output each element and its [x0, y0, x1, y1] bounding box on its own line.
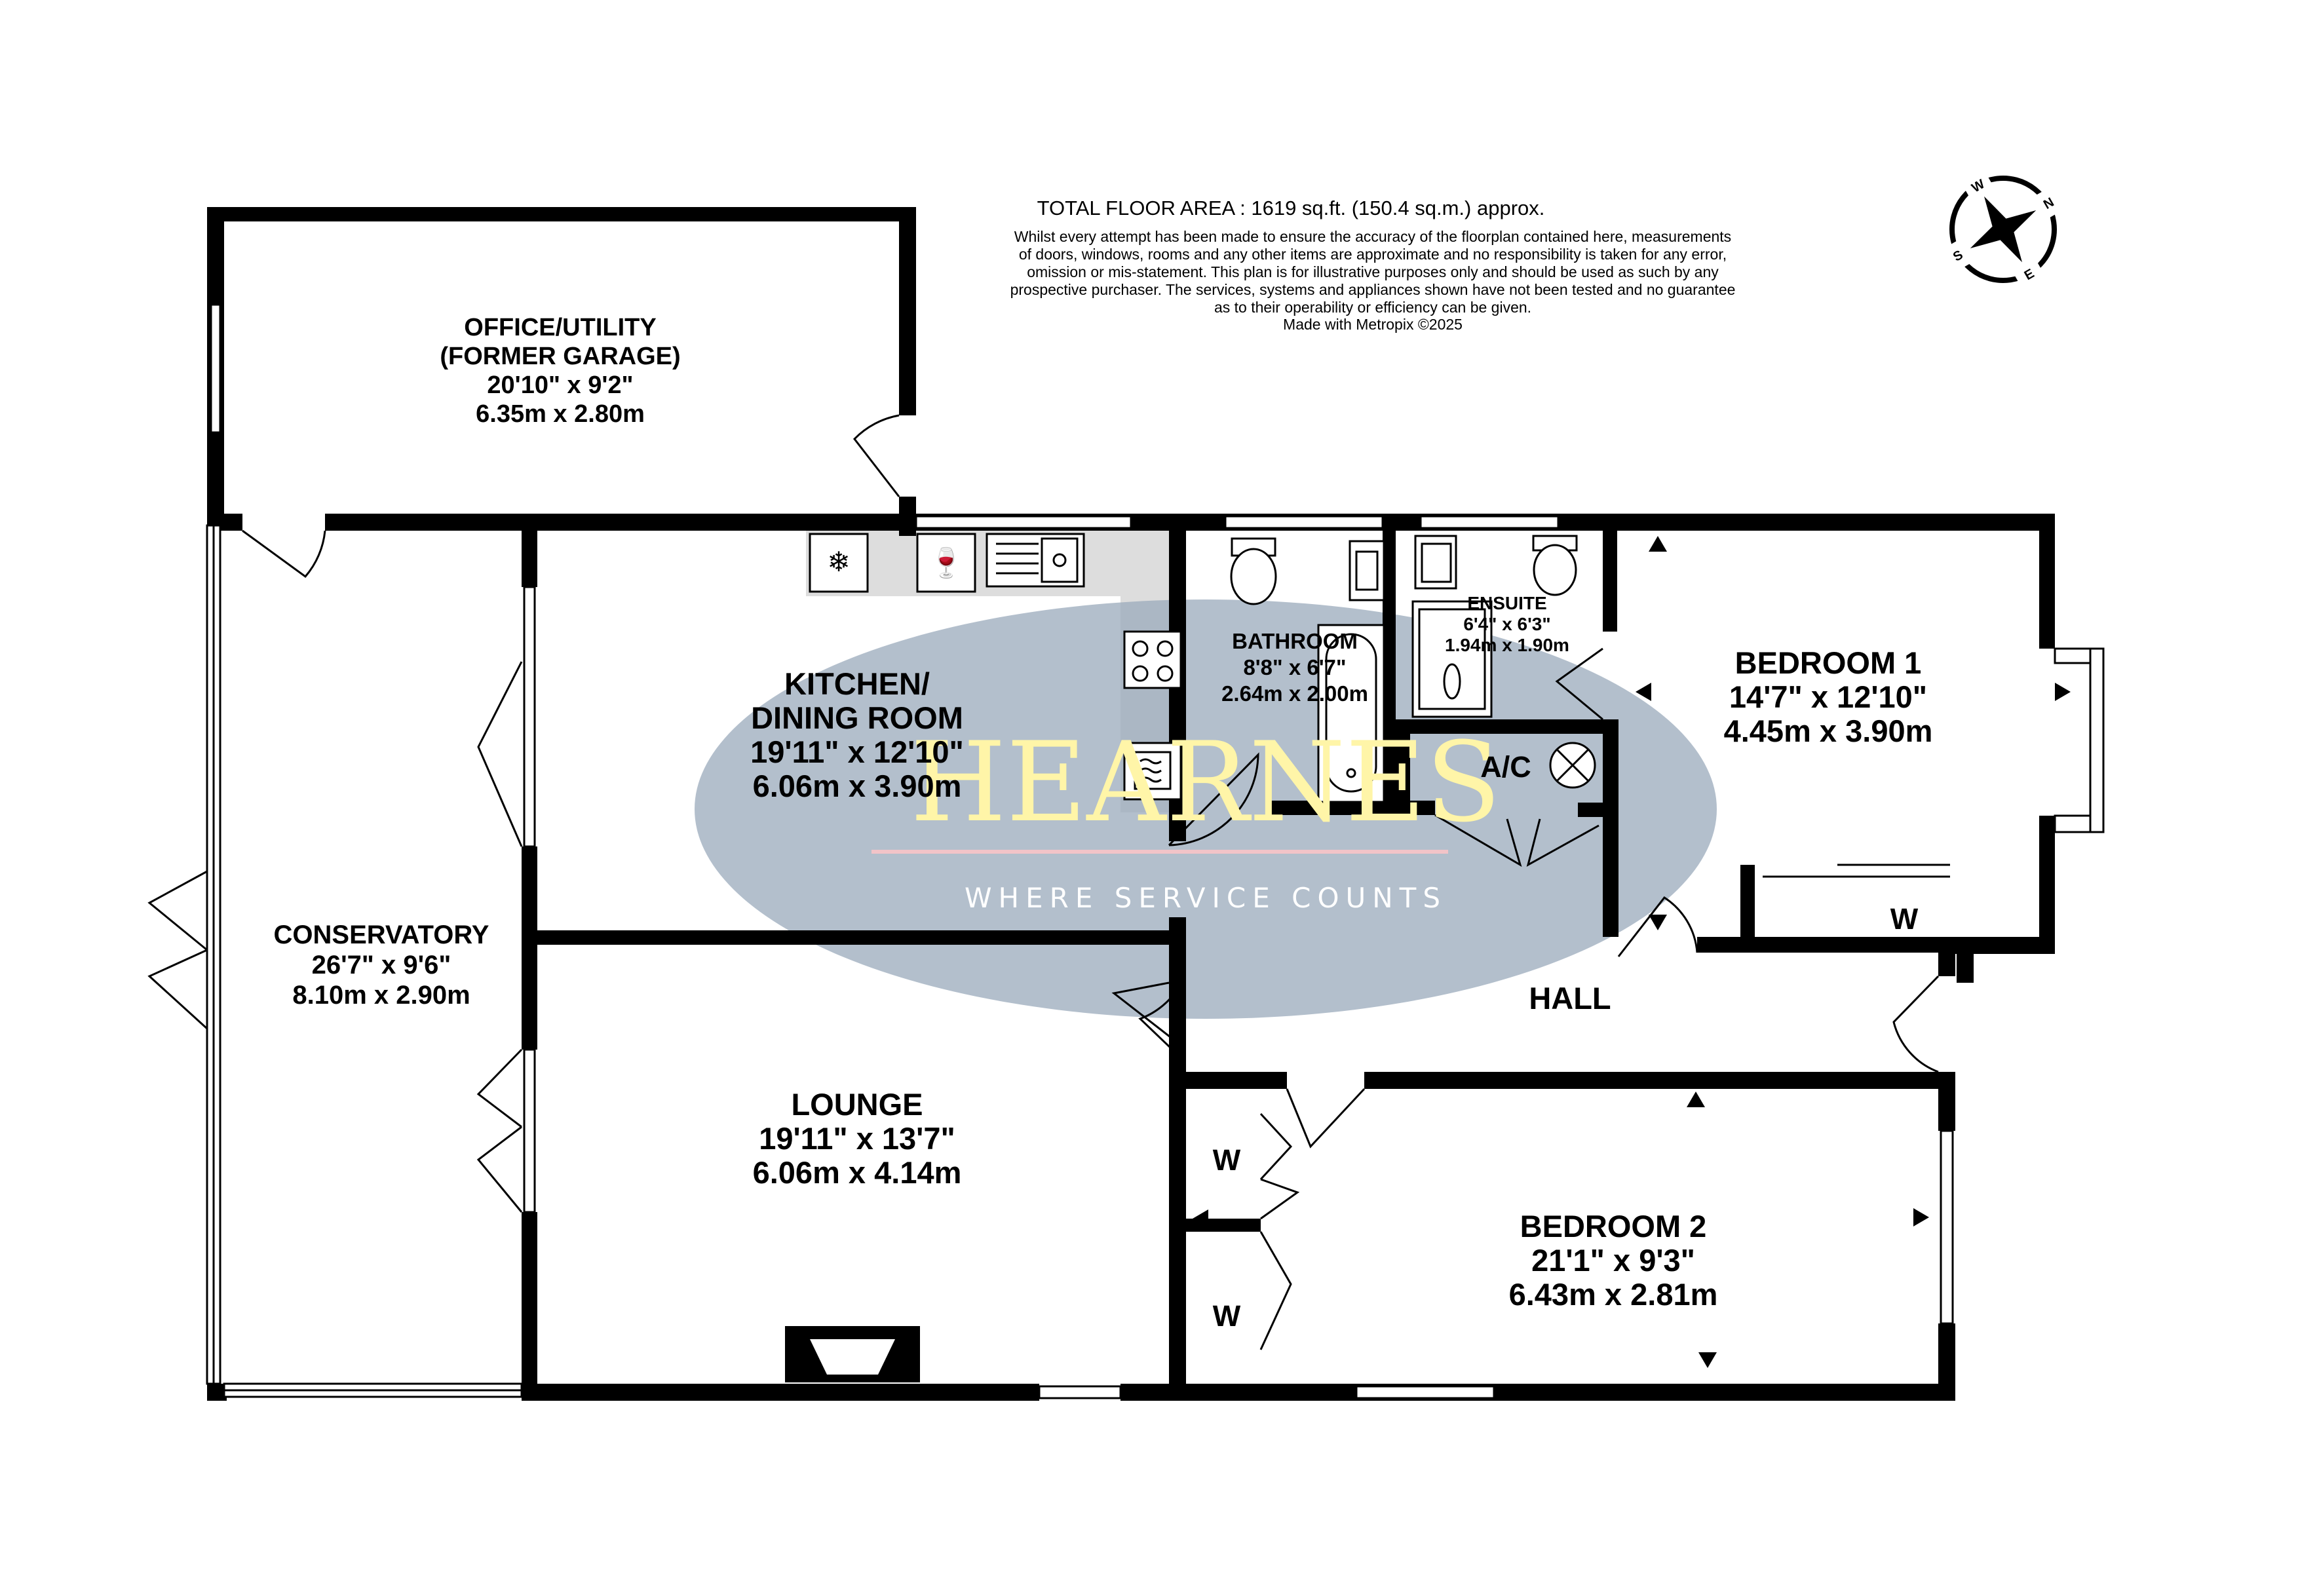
room-name: ENSUITE	[1467, 593, 1546, 613]
watermark-tagline: WHERE SERVICE COUNTS	[965, 882, 1447, 914]
room-dim-imperial: 6'4" x 6'3"	[1463, 614, 1550, 634]
bath-icon	[1317, 624, 1385, 803]
room-dim-imperial: 19'11" x 13'7"	[759, 1121, 955, 1156]
room-kitchen: KITCHEN/ DINING ROOM 19'11" x 12'10" 6.0…	[750, 666, 964, 803]
wardrobe-label: W	[1890, 902, 1919, 936]
room-dim-imperial: 26'7" x 9'6"	[312, 951, 451, 979]
room-dim-imperial: 21'1" x 9'3"	[1531, 1243, 1695, 1278]
compass-icon: W N E S	[1945, 172, 2061, 287]
watermark: HEARNES WHERE SERVICE COUNTS	[871, 718, 1501, 914]
header-notes: TOTAL FLOOR AREA : 1619 sq.ft. (150.4 sq…	[1010, 197, 1736, 333]
room-bathroom: BATHROOM 8'8" x 6'7" 2.64m x 2.00m	[1221, 629, 1368, 706]
shower-icon	[1411, 600, 1493, 718]
basin-icon	[1349, 540, 1385, 601]
fixtures: ❄ 🍷	[785, 533, 1950, 1382]
room-dim-imperial: 20'10" x 9'2"	[487, 371, 633, 399]
room-lounge: LOUNGE 19'11" x 13'7" 6.06m x 4.14m	[753, 1087, 962, 1190]
room-name: HALL	[1529, 981, 1611, 1016]
toilet-icon	[1230, 537, 1277, 605]
room-name: KITCHEN/	[784, 666, 930, 701]
room-dim-metric: 6.43m x 2.81m	[1509, 1277, 1718, 1312]
fireplace-icon	[785, 1326, 920, 1382]
room-dim-metric: 1.94m x 1.90m	[1445, 635, 1569, 655]
svg-text:🍷: 🍷	[929, 546, 965, 580]
watermark-brand: HEARNES	[910, 718, 1501, 846]
room-bedroom1: BEDROOM 1 14'7" x 12'10" 4.45m x 3.90m	[1724, 645, 1933, 748]
room-name: BATHROOM	[1232, 629, 1358, 653]
room-name: CONSERVATORY	[274, 921, 489, 949]
room-name: LOUNGE	[791, 1087, 923, 1122]
room-dim-metric: 4.45m x 3.90m	[1724, 713, 1933, 748]
room-name: BEDROOM 1	[1735, 645, 1922, 680]
wardrobe-label: W	[1213, 1143, 1241, 1177]
hob-icon	[1123, 630, 1182, 689]
room-dim-metric: 6.35m x 2.80m	[476, 400, 645, 428]
room-dim-imperial: 8'8" x 6'7"	[1243, 655, 1346, 679]
room-bedroom2: BEDROOM 2 21'1" x 9'3" 6.43m x 2.81m	[1509, 1209, 1718, 1312]
wine-glass-icon	[916, 533, 976, 593]
room-office: OFFICE/UTILITY (FORMER GARAGE) 20'10" x …	[440, 314, 680, 428]
windows	[206, 303, 2105, 1399]
room-dim-metric: 6.06m x 3.90m	[753, 769, 962, 803]
doors	[147, 414, 1940, 1350]
room-hall: HALL	[1529, 981, 1611, 1016]
disclaimer-line: prospective purchaser. The services, sys…	[1010, 281, 1736, 298]
disclaimer-line: omission or mis-statement. This plan is …	[1027, 263, 1719, 280]
disclaimer-line: as to their operability or efficiency ca…	[1214, 299, 1531, 316]
ensuite-toilet-icon	[1532, 535, 1578, 596]
room-name: BEDROOM 2	[1520, 1209, 1707, 1244]
ac-label: A/C	[1480, 750, 1531, 784]
direction-arrows	[1193, 536, 2071, 1368]
disclaimer-line: Whilst every attempt has been made to en…	[1014, 228, 1731, 245]
room-name: (FORMER GARAGE)	[440, 343, 680, 370]
svg-text:❄: ❄	[827, 546, 850, 578]
wardrobe-label: W	[1213, 1299, 1241, 1333]
ensuite-basin-icon	[1414, 535, 1457, 590]
room-dim-imperial: 14'7" x 12'10"	[1729, 679, 1927, 714]
room-name: OFFICE/UTILITY	[464, 314, 656, 341]
room-dim-imperial: 19'11" x 12'10"	[750, 734, 964, 769]
disclaimer-line: of doors, windows, rooms and any other i…	[1019, 246, 1727, 263]
room-dim-metric: 2.64m x 2.00m	[1221, 681, 1368, 706]
room-name: DINING ROOM	[751, 700, 963, 735]
room-ensuite: ENSUITE 6'4" x 6'3" 1.94m x 1.90m	[1445, 593, 1569, 655]
ac-unit-icon	[1549, 742, 1596, 789]
room-dim-metric: 8.10m x 2.90m	[292, 981, 470, 1010]
total-floor-area: TOTAL FLOOR AREA : 1619 sq.ft. (150.4 sq…	[1037, 197, 1545, 219]
freezer-icon	[809, 533, 869, 593]
metropix-credit: Made with Metropix ©2025	[1283, 316, 1463, 333]
room-conservatory: CONSERVATORY 26'7" x 9'6" 8.10m x 2.90m	[274, 921, 489, 1010]
room-dim-metric: 6.06m x 4.14m	[753, 1155, 962, 1190]
